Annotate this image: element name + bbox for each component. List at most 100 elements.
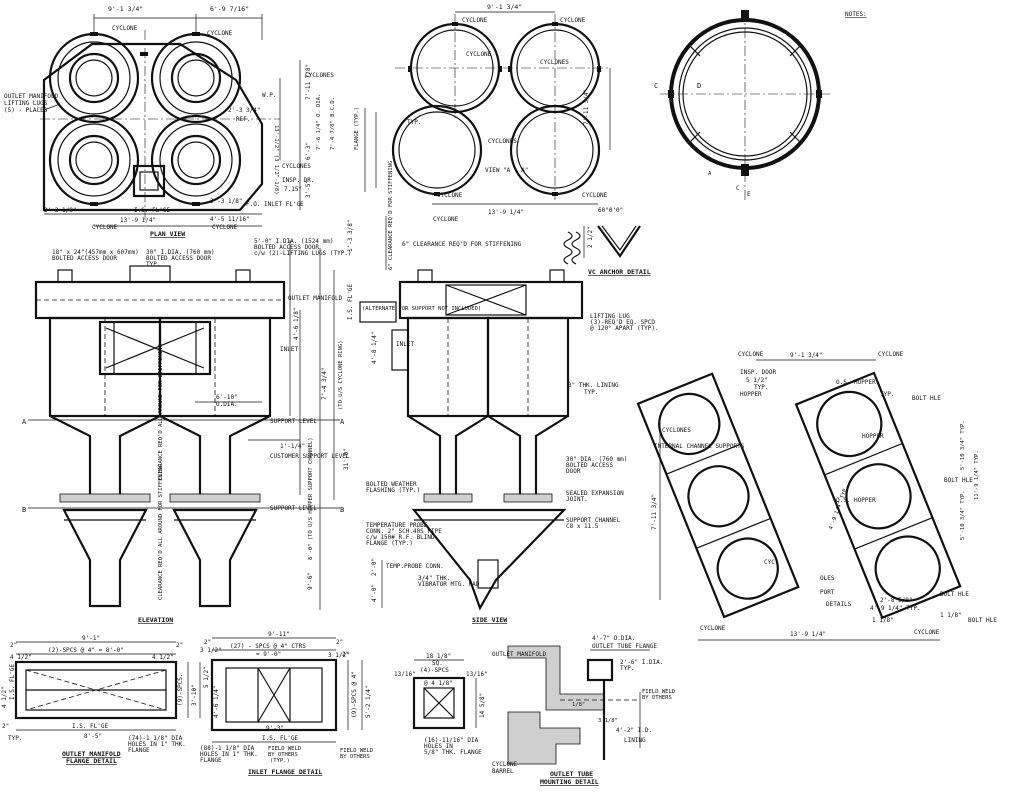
plan-dim-ref: REF. <box>236 116 250 123</box>
inc-dim-5-10: 5'-10 3/4" TYP. <box>960 420 966 470</box>
el-dim-5-0: 5'-0" I.DIA. (1524 mm) <box>254 238 333 245</box>
sv-door-30c: DOOR <box>566 468 581 475</box>
plan-dim-7-11-7-8: 7'-11 7/8" <box>305 64 312 100</box>
if-dim-9-11: 9'-11" <box>268 631 290 638</box>
plan-label-cyclone-bl: CYCLONE <box>92 224 118 231</box>
va-cyclone-tl: CYCLONE <box>462 17 488 24</box>
if-dim-2c: 2" <box>342 651 349 658</box>
inc-oles: OLES <box>820 575 835 582</box>
sv-temp-probe-b: CONN. 2" SCH.40S PIPE <box>366 528 442 535</box>
el-customer-support: CUSTOMER SUPPORT LEVEL <box>270 453 350 460</box>
el-support-level-b: SUPPORT LEVEL <box>270 505 317 512</box>
ot-flange: OUTLET TUBE FLANGE <box>592 643 657 650</box>
ot-dim-2-6: 2'-6" I.DIA. <box>620 659 663 666</box>
plan-view-title: PLAN VIEW <box>150 230 185 238</box>
om-holes-b: HOLES IN 1" THK. <box>128 741 186 748</box>
inlet-flange-detail: 9'-11" 2" 2" (27) - SPCS @ 4" CTRS = 9'-… <box>200 631 373 776</box>
plan-cyclone-tr <box>150 32 242 124</box>
inc-insp-door: INSP. DOOR <box>740 369 777 376</box>
sv-temp-probe-d: FLANGE (TYP.) <box>366 540 413 547</box>
inc-hopper: HOPPER <box>740 391 762 398</box>
va-dim-7-6: 7'-6 1/4" O. DIA. <box>316 94 322 150</box>
el-mark-a-right: A <box>340 418 345 426</box>
inc-dim-5-10-b: 5'-10 3/4" TYP. <box>960 490 966 540</box>
if-is-flge: I.S. FL'GE <box>262 735 299 742</box>
if-holes-b: HOLES IN 1" THK. <box>200 751 258 758</box>
om-dim-8-5: 8'-5" <box>84 733 102 740</box>
sf-dim-13-16-a: 13/16" <box>394 671 416 678</box>
if-spcs: (27) - SPCS @ 4" CTRS <box>230 643 306 650</box>
outlet-manifold-flange-detail: 9'-1" 2" 2" (2)-SPCS @ 4" = 8'-0" 4 1/2"… <box>1 635 201 765</box>
el-is-flge: I.S. FL'GE <box>347 283 354 320</box>
ot-dim-4-2: 4'-2" I.D. <box>616 727 652 734</box>
el-clearance-1: CLEARANCE REQ'D ALL AROUND FOR STIFFENIN… <box>158 344 164 480</box>
sf-dim-18: 18 1/8" <box>426 653 451 660</box>
sv-inlet: INLET <box>396 341 414 348</box>
plan-lifting-lugs-qty: (5) - PLACES <box>4 107 48 114</box>
plan-dim-2-3-1-8-right: 2'-3 1/8" <box>210 198 243 205</box>
ot-lining: LINING <box>624 737 646 744</box>
inc-cyclone-bot-l: CYCLONE <box>700 625 726 632</box>
plan-dim-3-5: 3'-5" <box>305 180 312 198</box>
inc-support: PORT <box>820 589 835 596</box>
om-dim-4-1-2-b: 4 1/2" <box>152 654 174 661</box>
el-dim-ring: (TO U/S CYCLONE RING) <box>338 340 344 410</box>
vc-title: VC ANCHOR DETAIL <box>588 268 651 276</box>
el-door-30b: BOLTED ACCESS DOOR <box>146 255 211 262</box>
el-dim-5-0b: BOLTED ACCESS DOOR <box>254 244 319 251</box>
plan-dim-13-9-1-4: 13'-9 1/4" <box>120 217 156 224</box>
ring-mark-e: E <box>747 191 751 198</box>
plan-dim-4-5-11-16: 4'-5 11/16" <box>210 216 250 223</box>
plan-dim-7-15: 7.15" <box>284 186 302 193</box>
sv-lifting-lug-b: (3)-REQ'D EQ. SPCD <box>590 319 655 326</box>
inc-typ: TYP. <box>754 384 768 391</box>
inc-hopper-2: HOPPER <box>862 433 884 440</box>
plan-dim-top-left: 9'-1 3/4" <box>108 5 143 13</box>
va-dim-7-4: 7'-4 7/8" B.C.D. <box>330 97 336 150</box>
inc-dim-1-1-8-b: 1 1/8" <box>872 617 894 624</box>
if-dim-4-6: 4'-6 1/4" <box>213 685 220 718</box>
va-dim-7-11-3-4: 7'-11 3/4" <box>583 89 590 125</box>
sv-support-channel-b: C8 x 11.5 <box>566 523 599 530</box>
ring-view: NOTES: C D A C E <box>654 10 867 200</box>
ot-title: OUTLET TUBE <box>550 770 593 778</box>
sf-spcs: (4)-SPCS <box>420 667 449 674</box>
om-spcs-v: (9)-SPCS. <box>177 673 184 706</box>
el-dim-6-10: 6'-10" <box>216 394 238 401</box>
sv-lifting-lug: LIFTING LUG <box>590 313 630 320</box>
om-dim-9-1: 9'-1" <box>82 635 100 642</box>
va-dim-13-9: 13'-9 1/4" <box>488 209 524 216</box>
if-typ: (TYP.) <box>270 758 290 764</box>
va-cyclone-br: CYCLONE <box>582 192 608 199</box>
view-a-a: 9'-1 3/4" CYCLONE CYCLONE CYCLONE CYCLON… <box>316 3 611 223</box>
elevation-view: 18" x 24"(457mm x 607mm) BOLTED ACCESS D… <box>22 219 354 624</box>
va-cyclone-bottom: CYCLONE <box>433 216 459 223</box>
sv-door-30b: BOLTED ACCESS <box>566 462 613 469</box>
plan-label-cyclones-lower: CYCLONES <box>282 163 311 170</box>
if-dim-2b: 2" <box>336 639 343 646</box>
ot-typ: TYP. <box>620 665 634 672</box>
if-by-others-2: BY OTHERS <box>340 754 370 760</box>
plan-lifting-lugs: LIFTING LUGS <box>4 100 48 107</box>
if-holes: (88)-1 1/8" DIA <box>200 745 255 752</box>
plan-cyclone-br <box>150 114 242 206</box>
om-dim-4-1-2-a: 4 1/2" <box>10 654 32 661</box>
plan-label-cyclone-tl: CYCLONE <box>112 25 138 32</box>
sf-dim-13-16-b: 13/16" <box>466 671 488 678</box>
sf-dim-sq: SQ. <box>432 660 443 667</box>
sv-support-channel: SUPPORT CHANNEL <box>566 517 621 524</box>
el-dim-5-0c: c/w (2)-LIFTING LUGS (TYP.) <box>254 250 352 257</box>
plan-label-cyclone-br: CYCLONE <box>212 224 238 231</box>
ring-mark-a: A <box>708 171 712 177</box>
om-dim-2b: 2" <box>176 642 183 649</box>
inc-bolt-hole-4: BOLT HLE <box>968 617 997 624</box>
sv-lining: 3" THK. LINING <box>568 382 619 389</box>
ot-by-others: BY OTHERS <box>642 695 672 701</box>
if-spcs-v: (9)-SPCS @ 4" <box>351 671 358 718</box>
ot-cyclone: CYCLONE <box>492 761 518 768</box>
om-is-flge: I.S. FL'GE <box>9 663 16 700</box>
plan-cyclone-bl <box>48 114 140 206</box>
sv-bolted-weather-b: FLASHING (TYP.) <box>366 487 420 494</box>
small-flange-detail: 18 1/8" SQ. 13/16" 13/16" (4)-SPCS @ 4 1… <box>394 653 488 756</box>
